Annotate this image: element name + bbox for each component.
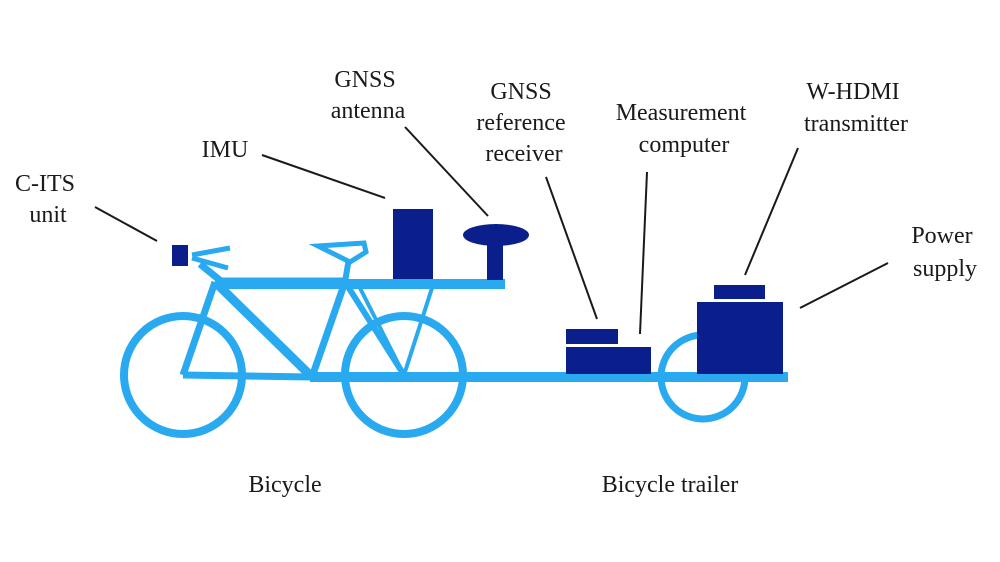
bicycle (120, 240, 505, 438)
label-c-its-unit: C-ITS unit (15, 171, 81, 228)
measurement-computer-box (566, 347, 651, 374)
c-its-leader (94, 206, 158, 242)
label-imu: IMU (202, 137, 249, 163)
gnss-antenna-leader (404, 126, 489, 217)
imu-leader (261, 154, 386, 199)
caption-bicycle: Bicycle (248, 472, 321, 498)
label-measurement-computer: Measurement computer (616, 100, 753, 158)
imu-box (393, 209, 433, 279)
gnss-antenna-shape (463, 224, 529, 280)
power-supply-box (697, 302, 783, 374)
label-gnss-reference-receiver: GNSS reference receiver (476, 79, 571, 167)
c-its-unit-box (172, 245, 188, 266)
rear-rack (215, 279, 505, 376)
bicycle-saddle (308, 240, 369, 265)
label-gnss-antenna: GNSS antenna (331, 67, 406, 124)
caption-bicycle-trailer: Bicycle trailer (602, 472, 739, 498)
gnss-reference-leader (545, 176, 598, 320)
label-power-supply: Power supply (911, 223, 978, 282)
label-w-hdmi-transmitter: W-HDMI transmitter (804, 79, 908, 137)
w-hdmi-leader (744, 147, 799, 276)
leader-lines (94, 126, 889, 335)
w-hdmi-transmitter-box (714, 285, 765, 299)
power-supply-leader (799, 262, 889, 309)
measurement-computer-leader (639, 171, 648, 335)
gnss-reference-receiver-box (566, 329, 618, 344)
